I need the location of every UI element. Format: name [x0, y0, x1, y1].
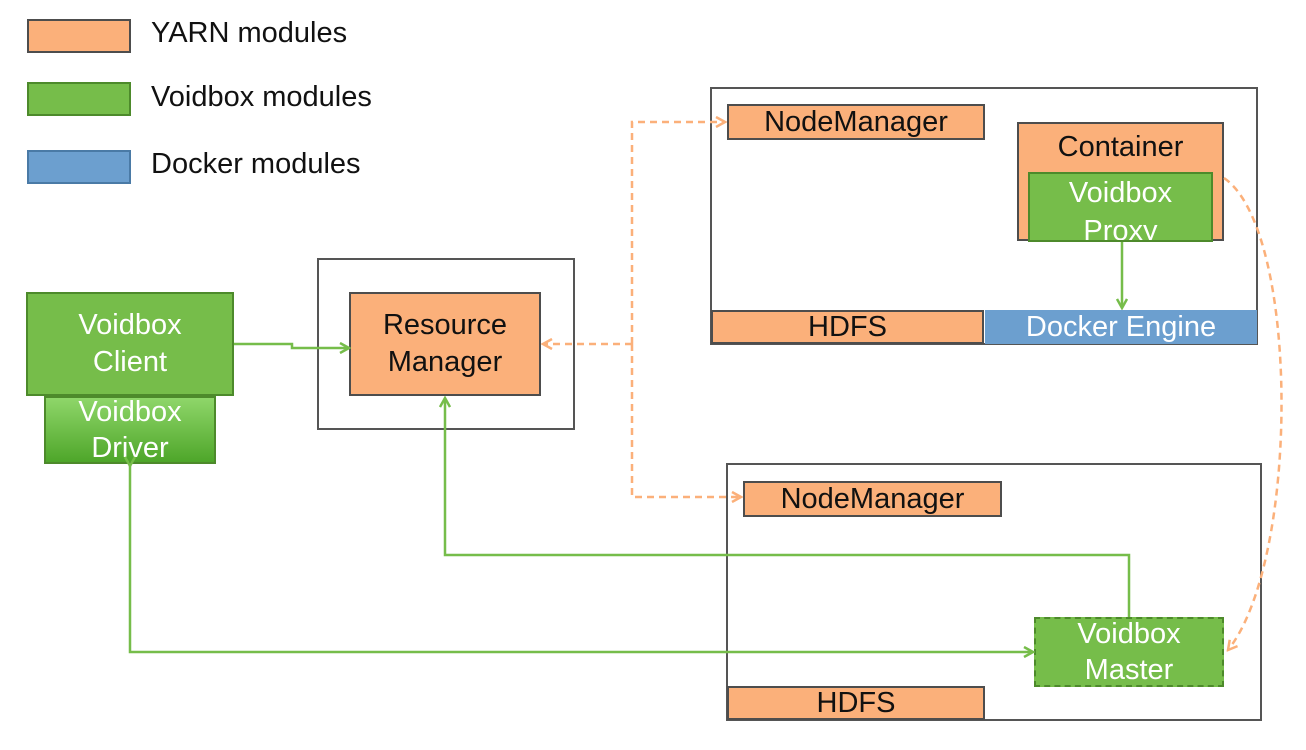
legend-docker-label: Docker modules: [151, 148, 361, 180]
rm-to-top-nm-arrow: [630, 122, 725, 344]
master-to-rm-arrow: [445, 398, 1131, 617]
node-top-frame: [710, 87, 1258, 345]
node-top-hdfs: HDFS: [711, 310, 984, 344]
legend-voidbox-label: Voidbox modules: [151, 81, 372, 113]
legend-docker-swatch: [27, 150, 131, 184]
node-bottom-hdfs: HDFS: [727, 686, 985, 720]
voidbox-proxy: Voidbox Proxy: [1028, 172, 1213, 242]
container-label: Container: [1057, 130, 1184, 163]
legend-yarn-label: YARN modules: [151, 17, 348, 49]
node-top-nodemanager: NodeManager: [727, 104, 985, 140]
voidbox-master: Voidbox Master: [1034, 617, 1224, 687]
legend-voidbox-swatch: [27, 82, 131, 116]
client-to-rm-arrow: [234, 344, 349, 348]
voidbox-client: Voidbox Client: [26, 292, 234, 396]
rm-to-bottom-nm-arrow: [630, 344, 741, 497]
legend-yarn-swatch: [27, 19, 131, 53]
resource-manager: Resource Manager: [349, 292, 541, 396]
voidbox-driver: Voidbox Driver: [44, 396, 216, 464]
proxy-to-master-arrow: [1223, 176, 1283, 650]
docker-engine: Docker Engine: [985, 310, 1257, 344]
driver-master-arrow: [130, 466, 1033, 652]
